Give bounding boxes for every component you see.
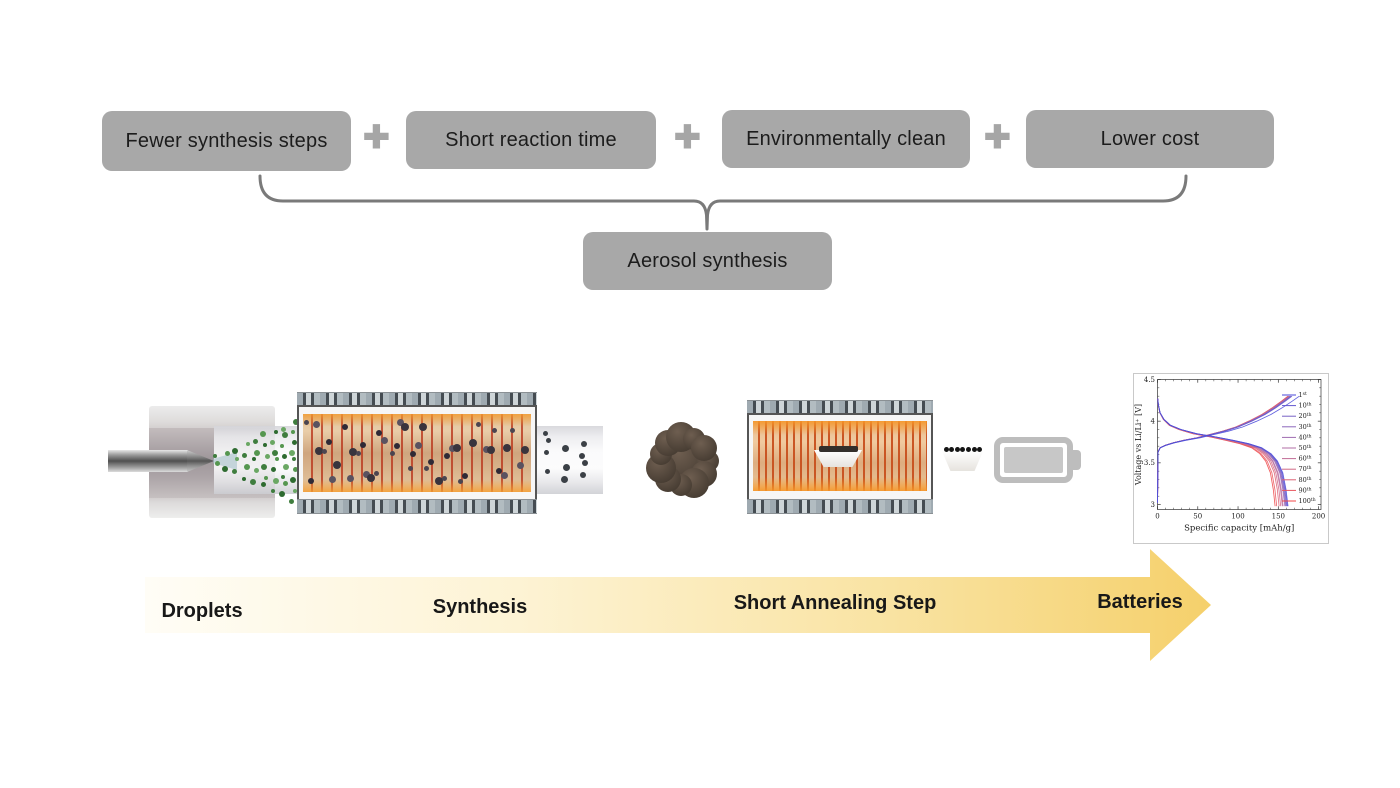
stage-label-droplets: Droplets (161, 600, 243, 622)
annealing-heater-bottom (747, 499, 933, 514)
svg-text:3: 3 (1151, 501, 1155, 509)
svg-text:80th: 80th (1299, 476, 1312, 484)
svg-text:3.5: 3.5 (1144, 459, 1155, 467)
battery-terminal (1072, 450, 1081, 470)
svg-text:100th: 100th (1299, 497, 1316, 505)
svg-text:200: 200 (1312, 513, 1325, 521)
svg-text:100: 100 (1231, 513, 1244, 521)
svg-text:Voltage vs Li/Li⁺ [V]: Voltage vs Li/Li⁺ [V] (1134, 404, 1143, 486)
svg-text:30th: 30th (1299, 423, 1312, 431)
plus-icon: ✚ (674, 119, 701, 155)
stage-label-annealing: Short Annealing Step (733, 592, 937, 614)
svg-text:50th: 50th (1299, 444, 1312, 452)
svg-text:60th: 60th (1299, 455, 1312, 463)
benefit-box-environmentally-clean: Environmentally clean (722, 110, 970, 168)
svg-text:150: 150 (1272, 513, 1285, 521)
aerosol-synthesis-box: Aerosol synthesis (583, 232, 832, 290)
battery-core (1004, 447, 1063, 473)
svg-text:90th: 90th (1299, 486, 1312, 494)
synthesis-furnace-coils (303, 414, 531, 492)
svg-text:1st: 1st (1299, 391, 1307, 399)
svg-text:70th: 70th (1299, 465, 1312, 473)
svg-text:40th: 40th (1299, 433, 1312, 441)
benefit-box-fewer-steps: Fewer synthesis steps (102, 111, 351, 171)
battery-icon (994, 437, 1073, 483)
benefit-label: Lower cost (1100, 127, 1200, 150)
benefit-label: Short reaction time (445, 128, 617, 151)
synthesis-heater-bottom (297, 499, 537, 514)
crucible-powder (819, 446, 858, 452)
benefit-box-reaction-time: Short reaction time (406, 111, 656, 169)
benefit-label: Environmentally clean (746, 127, 946, 150)
plus-icon: ✚ (363, 119, 390, 155)
svg-text:50: 50 (1193, 513, 1202, 521)
aerosol-synthesis-label: Aerosol synthesis (627, 249, 788, 272)
output-crucible (941, 451, 984, 471)
plus-icon: ✚ (984, 119, 1011, 155)
stage-label-batteries: Batteries (1097, 591, 1183, 613)
benefit-label: Fewer synthesis steps (125, 129, 328, 152)
crucible-in-furnace (814, 450, 862, 467)
svg-text:0: 0 (1155, 513, 1159, 521)
spray-nozzle (108, 450, 188, 472)
stage-label-synthesis: Synthesis (432, 596, 528, 618)
svg-text:4: 4 (1151, 417, 1156, 425)
benefit-box-lower-cost: Lower cost (1026, 110, 1274, 168)
svg-text:20th: 20th (1299, 412, 1312, 420)
svg-text:4.5: 4.5 (1144, 376, 1155, 384)
svg-text:Specific capacity [mAh/g]: Specific capacity [mAh/g] (1184, 524, 1294, 534)
svg-text:10th: 10th (1299, 402, 1312, 410)
